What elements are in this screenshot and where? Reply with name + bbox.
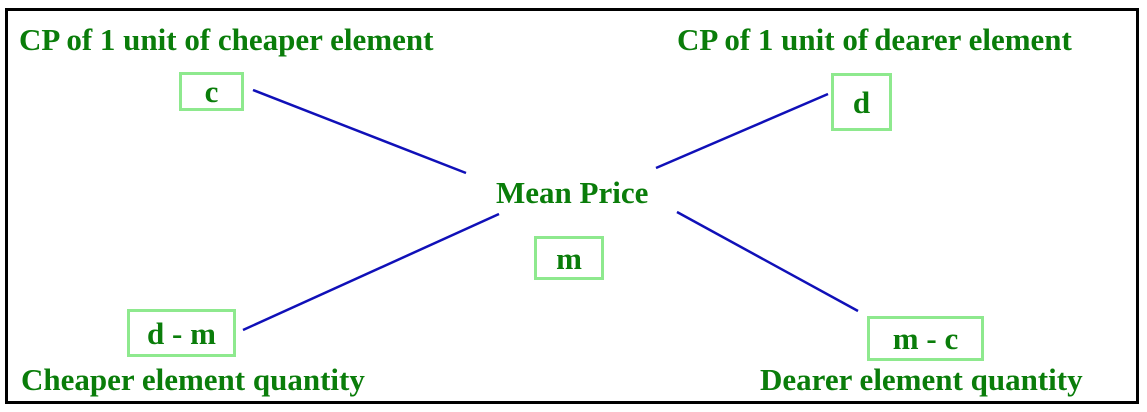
line-d-to-mean	[655, 92, 829, 170]
box-m-minus-c: m - c	[867, 316, 984, 361]
mean-price-label: Mean Price	[496, 175, 649, 210]
diagram-frame	[5, 8, 1139, 404]
line-mean-to-mminusc	[676, 210, 859, 313]
box-m: m	[534, 236, 604, 280]
line-c-to-mean	[252, 88, 467, 175]
cheaper-cp-label: CP of 1 unit of cheaper element	[19, 22, 434, 57]
line-mean-to-dminusm	[242, 212, 500, 332]
cheaper-qty-label: Cheaper element quantity	[21, 362, 365, 397]
box-c: c	[179, 72, 244, 111]
dearer-cp-label-part2: dearer element	[874, 22, 1072, 57]
box-d-minus-m: d - m	[127, 309, 236, 357]
dearer-qty-label: Dearer element quantity	[760, 362, 1083, 397]
dearer-cp-label-part1: CP of 1 unit of	[677, 22, 869, 57]
box-d: d	[831, 73, 892, 131]
